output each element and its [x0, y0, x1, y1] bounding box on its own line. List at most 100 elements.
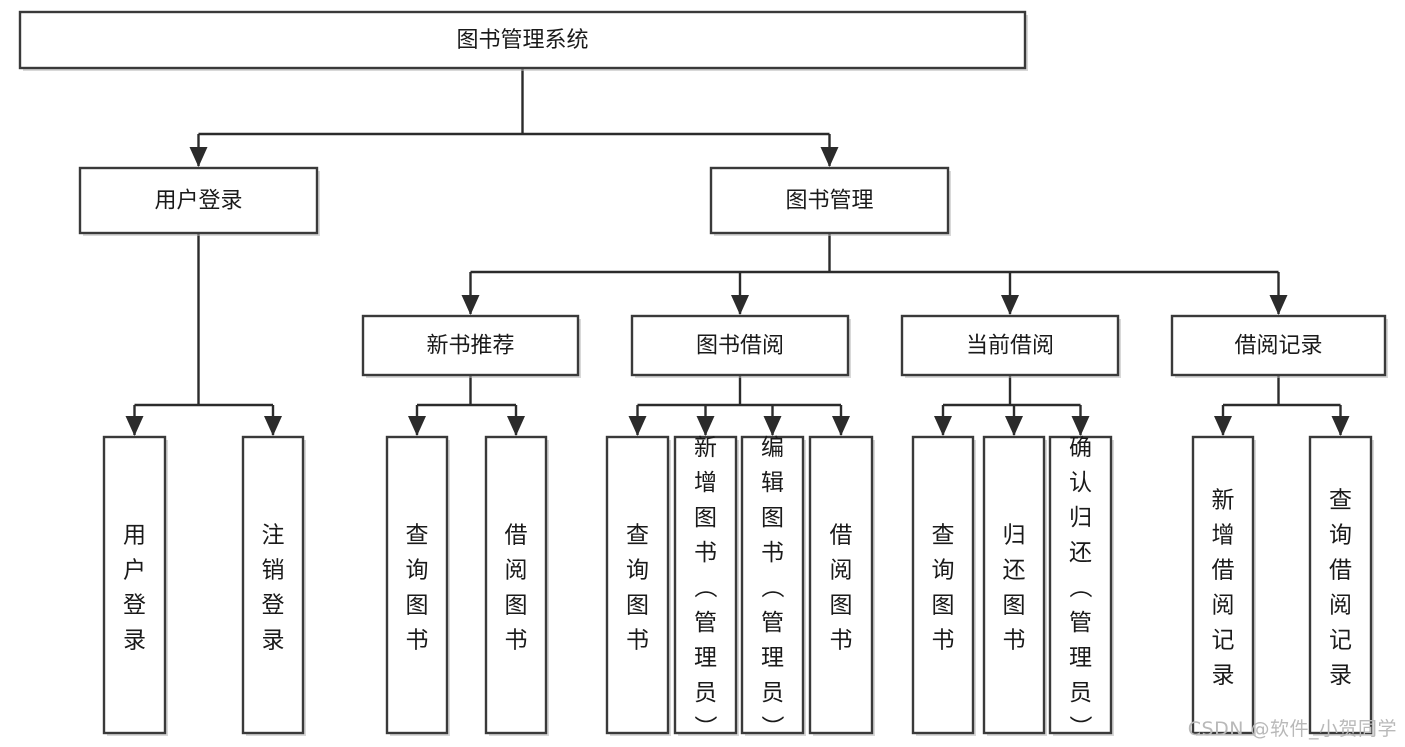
arrow-head-icon — [696, 416, 715, 436]
node-label-char: ） — [759, 715, 785, 738]
node-label-char: 登 — [262, 592, 285, 618]
node-rect[interactable] — [361, 314, 580, 377]
node-user-login[interactable]: 用户登录 — [78, 166, 320, 236]
node-rect[interactable] — [605, 435, 670, 735]
node-book-borrow[interactable]: 图书借阅 — [630, 314, 851, 378]
arrow-head-icon — [1005, 416, 1023, 436]
node-rect[interactable] — [1308, 435, 1373, 735]
node-label-char: 图 — [626, 592, 649, 618]
node-label-char: 图 — [1003, 592, 1026, 618]
node-rect[interactable] — [78, 166, 319, 235]
arrow-head-icon — [1071, 416, 1090, 436]
node-label-char: 书 — [1003, 627, 1026, 653]
node-rect[interactable] — [1170, 314, 1387, 377]
node-rect[interactable] — [1048, 435, 1113, 735]
arrow-head-icon — [264, 416, 282, 436]
arrow-head-icon — [125, 416, 144, 436]
node-label-char: 员 — [761, 680, 784, 706]
arrow-head-icon — [832, 416, 850, 436]
node-label-char: ） — [692, 715, 718, 738]
node-label: 图书管理 — [785, 189, 873, 214]
arrow-head-icon — [1331, 416, 1350, 436]
node-label-char: 确 — [1069, 435, 1092, 461]
arrow-head-icon — [628, 416, 647, 436]
node-rect[interactable] — [18, 10, 1027, 70]
node-label: 图书借阅 — [696, 334, 784, 359]
node-label-char: 借 — [505, 522, 528, 548]
node-label-char: 辑 — [761, 470, 784, 496]
node-label-char: 阅 — [830, 557, 853, 583]
node-label-char: 认 — [1069, 470, 1092, 496]
node-label-char: 录 — [1329, 662, 1352, 688]
node-label-char: 用 — [123, 522, 146, 548]
node-label: 图书管理系统 — [456, 28, 588, 53]
node-rect[interactable] — [102, 435, 167, 735]
node-rect[interactable] — [900, 314, 1120, 377]
node-rect[interactable] — [385, 435, 449, 735]
arrow-head-icon — [507, 416, 525, 436]
node-label-char: 书 — [406, 627, 429, 653]
node-label-char: 书 — [694, 540, 717, 566]
node-label-char: 书 — [505, 627, 528, 653]
node-label-char: 图 — [505, 592, 528, 618]
node-borrow-record[interactable]: 借阅记录 — [1170, 314, 1388, 378]
node-rect[interactable] — [808, 435, 874, 735]
node-root[interactable]: 图书管理系统 — [18, 10, 1028, 71]
arrow-head-icon — [1269, 295, 1288, 315]
node-label-char: 查 — [406, 522, 429, 548]
node-book-management[interactable]: 图书管理 — [709, 166, 951, 236]
node-label-char: 理 — [1069, 645, 1092, 671]
node-label-char: 阅 — [1329, 592, 1352, 618]
node-label-char: 书 — [830, 627, 853, 653]
arrow-head-icon — [731, 295, 749, 315]
node-label-char: 增 — [694, 470, 717, 496]
node-rect[interactable] — [484, 435, 548, 735]
arrow-head-icon — [820, 147, 839, 167]
node-label-char: 记 — [1329, 627, 1352, 653]
node-label: 新书推荐 — [426, 334, 514, 359]
node-label-char: 新 — [1212, 487, 1235, 513]
node-label: 借阅记录 — [1234, 334, 1322, 359]
node-label-char: （ — [759, 575, 785, 598]
arrow-head-icon — [408, 416, 426, 436]
node-new-book-recommend[interactable]: 新书推荐 — [361, 314, 581, 378]
node-label-char: 查 — [932, 522, 955, 548]
node-label-char: 询 — [626, 557, 649, 583]
node-label-char: 归 — [1003, 522, 1026, 548]
node-label-char: 管 — [761, 610, 784, 636]
node-label-char: 理 — [761, 645, 784, 671]
node-rect[interactable] — [630, 314, 850, 377]
node-rect[interactable] — [1191, 435, 1255, 735]
node-label-char: 录 — [123, 627, 146, 653]
node-label-char: （ — [692, 575, 718, 598]
node-label-char: 还 — [1069, 540, 1092, 566]
node-rect[interactable] — [709, 166, 950, 235]
node-label-char: ） — [1067, 715, 1093, 738]
node-label-char: 还 — [1003, 557, 1026, 583]
node-label-char: 新 — [694, 435, 717, 461]
arrow-head-icon — [189, 147, 208, 167]
connector-layer — [125, 68, 1350, 436]
node-current-borrow[interactable]: 当前借阅 — [900, 314, 1121, 378]
node-label-char: 查 — [626, 522, 649, 548]
node-leaf-user-login[interactable]: 用户登录 — [102, 435, 168, 736]
node-rect[interactable] — [241, 435, 305, 735]
node-rect[interactable] — [911, 435, 975, 735]
node-rect[interactable] — [673, 435, 738, 735]
node-rect[interactable] — [740, 435, 805, 735]
node-label-char: 注 — [262, 522, 285, 548]
node-rect[interactable] — [982, 435, 1046, 735]
